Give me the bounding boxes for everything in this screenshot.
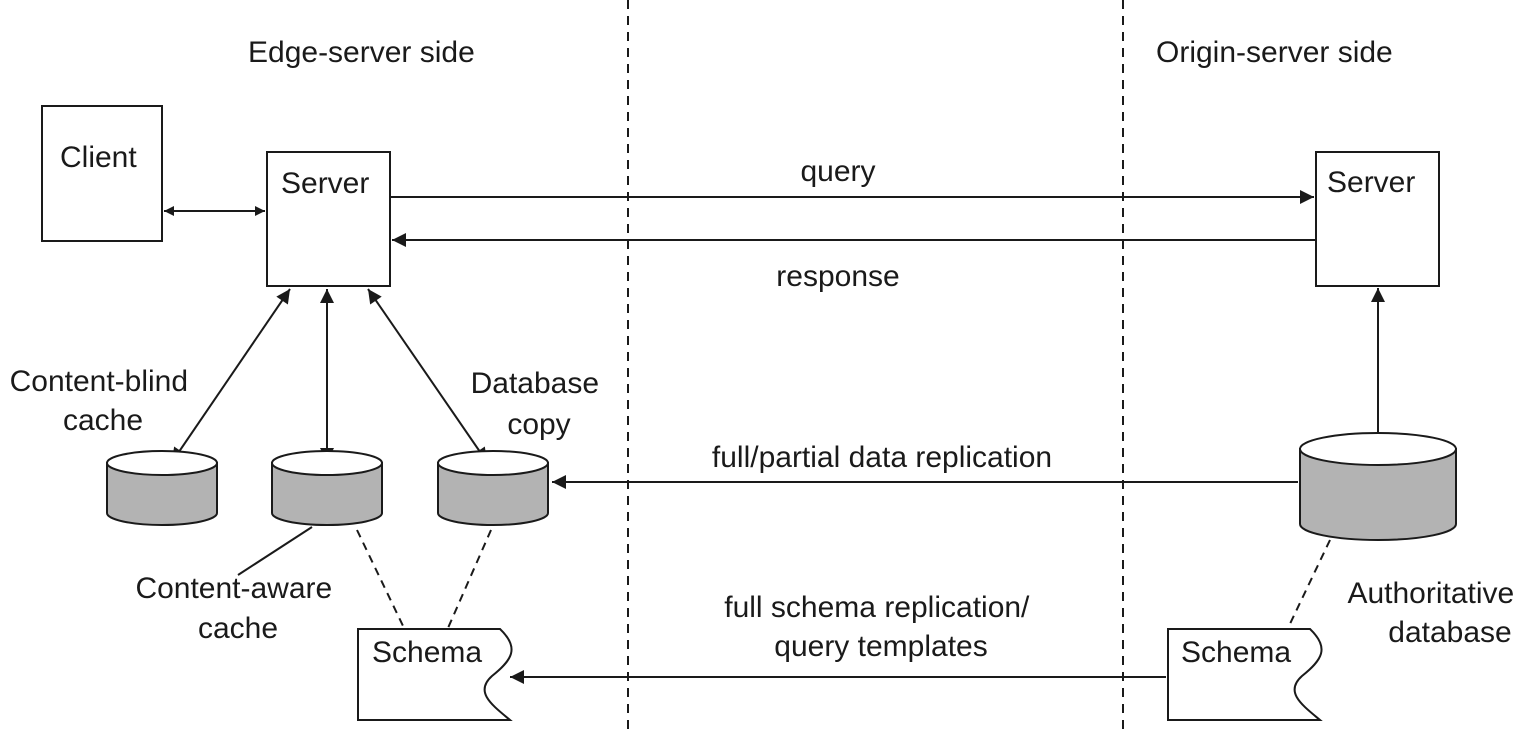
server-content-blind-arrow: [171, 288, 291, 463]
edge-server-node: Server: [266, 151, 391, 287]
edge-schema-label: Schema: [372, 636, 482, 669]
client-node: Client: [41, 105, 163, 242]
content-aware-schema-link: [356, 529, 405, 629]
authoritative-schema-link: [1287, 539, 1331, 629]
origin-server-label: Server: [1327, 166, 1415, 199]
content-blind-cache-label: Content-blind cache: [10, 365, 197, 437]
content-aware-cache-label: Content-aware cache: [135, 572, 340, 645]
content-aware-cache-cylinder: [271, 450, 383, 526]
client-label: Client: [60, 141, 137, 174]
schema-replication-label: full schema replication/ query templates: [724, 591, 1038, 663]
edge-section-heading: Edge-server side: [248, 36, 475, 69]
origin-section-heading: Origin-server side: [1156, 36, 1393, 69]
origin-server-node: Server: [1315, 151, 1440, 287]
edge-schema-document: Schema: [357, 628, 513, 721]
origin-schema-label: Schema: [1181, 636, 1291, 669]
edge-server-label: Server: [281, 167, 369, 200]
response-label: response: [776, 260, 899, 293]
database-copy-label: Database copy: [471, 367, 608, 441]
database-copy-cylinder: [437, 450, 549, 526]
data-replication-label: full/partial data replication: [712, 441, 1052, 474]
authoritative-database-label: Authoritative database: [1347, 577, 1522, 649]
content-aware-leader-line: [237, 526, 313, 576]
authoritative-database-cylinder: [1299, 432, 1457, 541]
database-copy-schema-link: [447, 529, 492, 629]
server-database-copy-arrow: [367, 288, 488, 463]
origin-schema-document: Schema: [1167, 628, 1323, 721]
content-blind-cache-cylinder: [106, 450, 218, 526]
query-label: query: [800, 155, 875, 188]
